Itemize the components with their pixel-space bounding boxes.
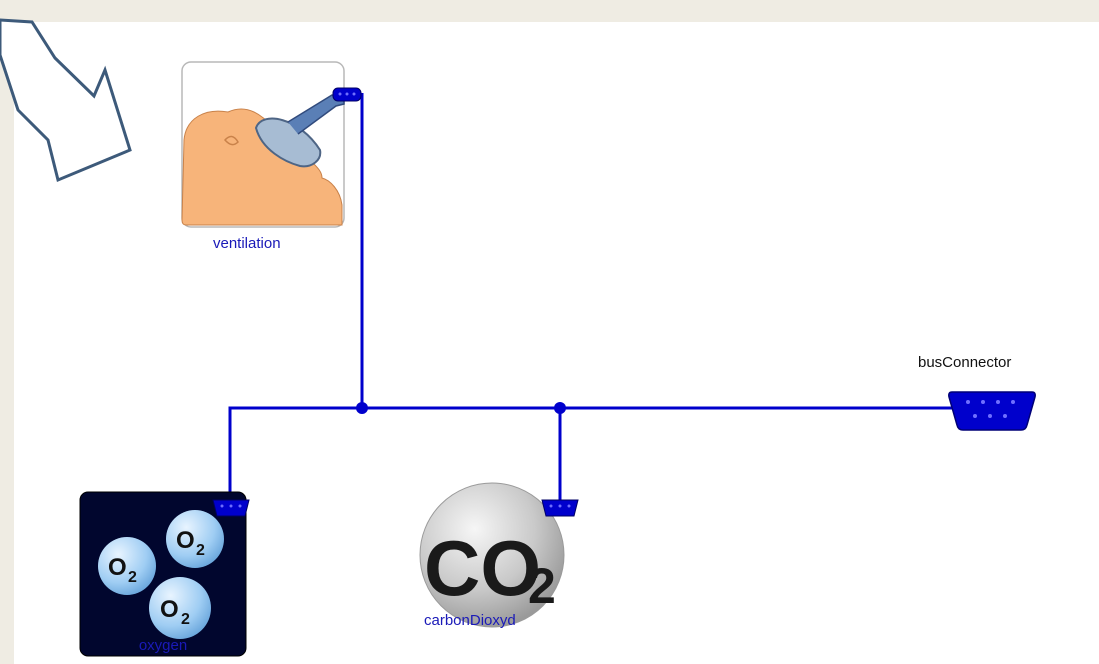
junction-dot-ventilation [356,402,368,414]
bus-connector-icon [948,391,1036,431]
junction-dot-carbon-dioxyd [554,402,566,414]
svg-text:2: 2 [128,569,137,586]
oxygen-component[interactable]: O 2 O 2 O 2 oxygen [79,491,250,657]
bus-line [228,406,1000,500]
ventilation-label: ventilation [213,235,281,252]
svg-text:2: 2 [181,611,190,628]
ventilation-component[interactable] [181,61,362,228]
svg-text:2: 2 [196,542,205,559]
o2-bubble-icon-2: O 2 [166,510,224,568]
svg-text:O: O [108,554,127,581]
o2-bubble-icon-1: O 2 [98,537,156,595]
mask-icon [254,117,322,168]
svg-text:O: O [160,596,179,623]
co2-sphere-icon [419,482,565,628]
oxygen-label: oxygen [139,637,187,654]
bus-connector-component[interactable] [948,391,1036,431]
carbon-dioxyd-component[interactable]: CO 2 [419,482,579,628]
carbon-dioxyd-port-icon [541,499,579,517]
co2-subscript: 2 [528,558,556,614]
connection-lines [228,93,1000,508]
svg-text:O: O [176,527,195,554]
co2-formula: CO [424,524,541,612]
bus-connector-label: busConnector [918,354,1012,371]
oxygen-port-icon [212,499,250,517]
o2-bubble-icon-3: O 2 [149,577,211,639]
pointer-arrow-icon [0,18,132,183]
carbon-dioxyd-label: carbonDioxyd [424,612,516,629]
